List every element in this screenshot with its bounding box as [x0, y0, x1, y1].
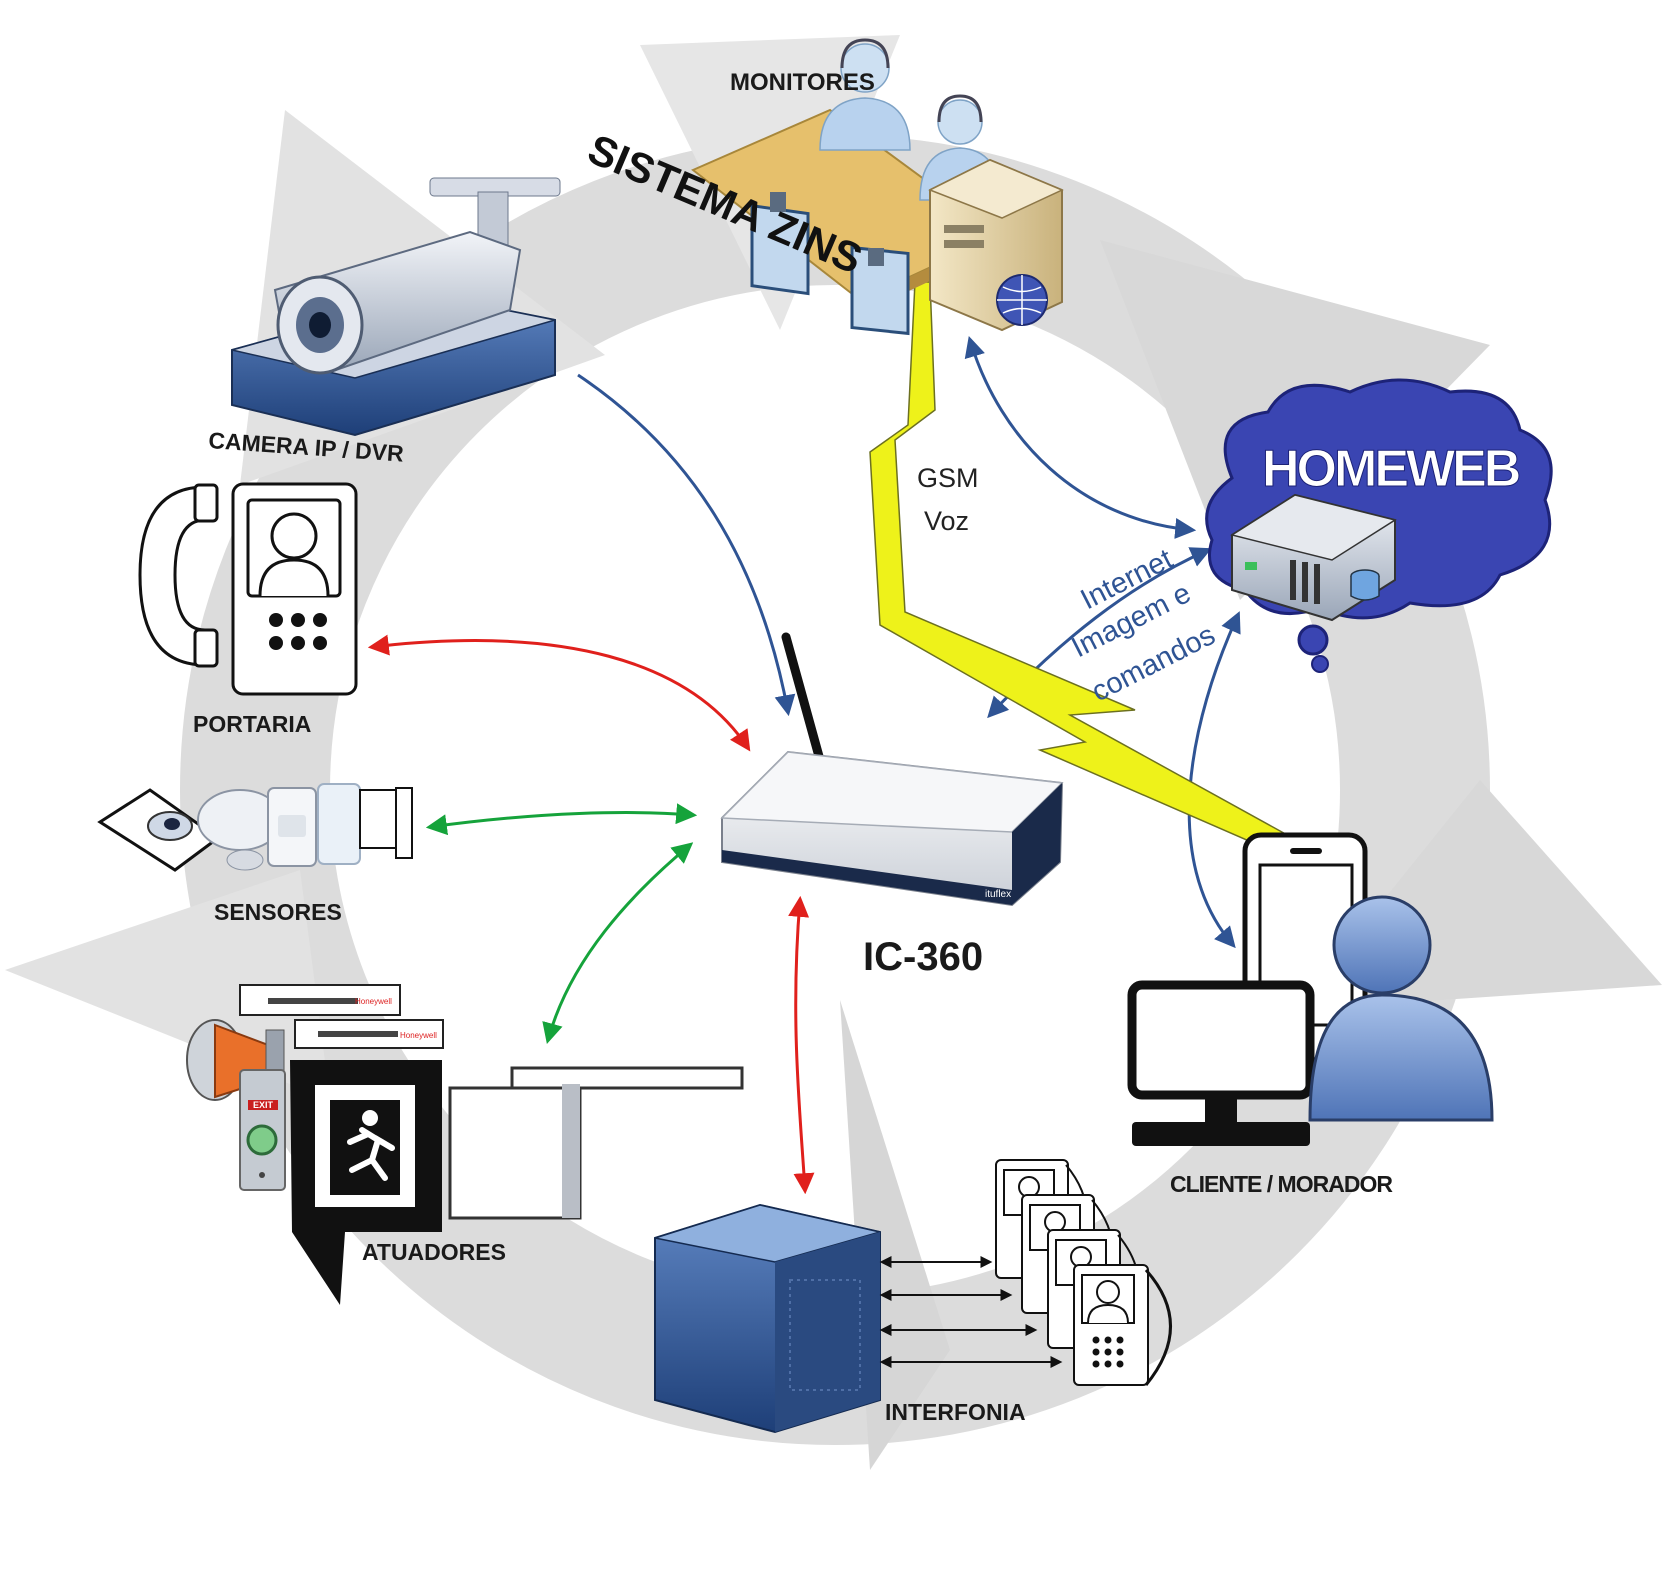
arrow-homeweb-cliente: [1187, 611, 1241, 949]
voz-label: Voz: [924, 506, 969, 536]
emergency-exit-sign: [290, 1060, 442, 1305]
arrow-atuadores-hub: [542, 842, 694, 1045]
interfonia-label: INTERFONIA: [885, 1399, 1026, 1425]
operator-avatar: [819, 38, 911, 151]
router-brand: ituflex: [985, 889, 1011, 900]
user-avatar-icon: [1332, 895, 1432, 995]
exit-button-icon: EXIT: [239, 1069, 286, 1191]
monitores-label: MONITORES: [730, 69, 875, 96]
arrow-portaria-hub: [367, 634, 751, 752]
monitor-icon: [850, 245, 910, 336]
cliente-group: CLIENTE / MORADOR: [1127, 832, 1494, 1197]
arrow-hub-interfonia: [788, 895, 815, 1195]
siren-icon: [186, 1019, 285, 1101]
ic360-hub: ituflex IC-360: [720, 632, 1064, 979]
magnetic-lock: [239, 984, 401, 1016]
pir-sensor-icon: [317, 783, 361, 865]
arrow-sensores-hub: [425, 803, 698, 836]
barrier-gate-icon: [448, 1066, 744, 1220]
connections: [367, 281, 1303, 1195]
ic360-label: IC-360: [863, 935, 983, 979]
portaria-device: PORTARIA: [138, 482, 358, 737]
running-man-icon: [362, 1110, 378, 1126]
desktop-monitor-icon: [1127, 980, 1315, 1100]
arrow-camera-hub: [577, 373, 796, 717]
intercom-unit-icon: [1073, 1264, 1172, 1386]
homeweb-cloud: HOMEWEB: [1205, 378, 1553, 673]
brand-plate: Honeywell: [400, 1031, 437, 1040]
atuadores-label: ATUADORES: [362, 1239, 506, 1265]
portaria-label: PORTARIA: [193, 711, 311, 737]
exit-text: EXIT: [253, 1100, 274, 1110]
brand-plate: Honeywell: [355, 997, 392, 1006]
server-tower-icon: [928, 158, 1064, 332]
person-icon: [270, 512, 318, 560]
gsm-label: GSM: [917, 463, 979, 493]
antenna: [781, 632, 825, 765]
sensors-group: SENSORES: [97, 783, 413, 925]
homeweb-label: HOMEWEB: [1262, 440, 1520, 498]
interfonia-group: INTERFONIA: [654, 1159, 1172, 1434]
sensores-label: SENSORES: [214, 899, 342, 925]
arrow-zins-homeweb: [964, 335, 1197, 539]
cliente-label: CLIENTE / MORADOR: [1170, 1171, 1393, 1197]
keypad: [269, 613, 327, 650]
camera-dvr-device: CAMERA IP / DVR: [208, 177, 561, 467]
monitor-icon: [750, 192, 810, 296]
actuators-group: Honeywell Honeywell EXIT: [186, 984, 744, 1305]
